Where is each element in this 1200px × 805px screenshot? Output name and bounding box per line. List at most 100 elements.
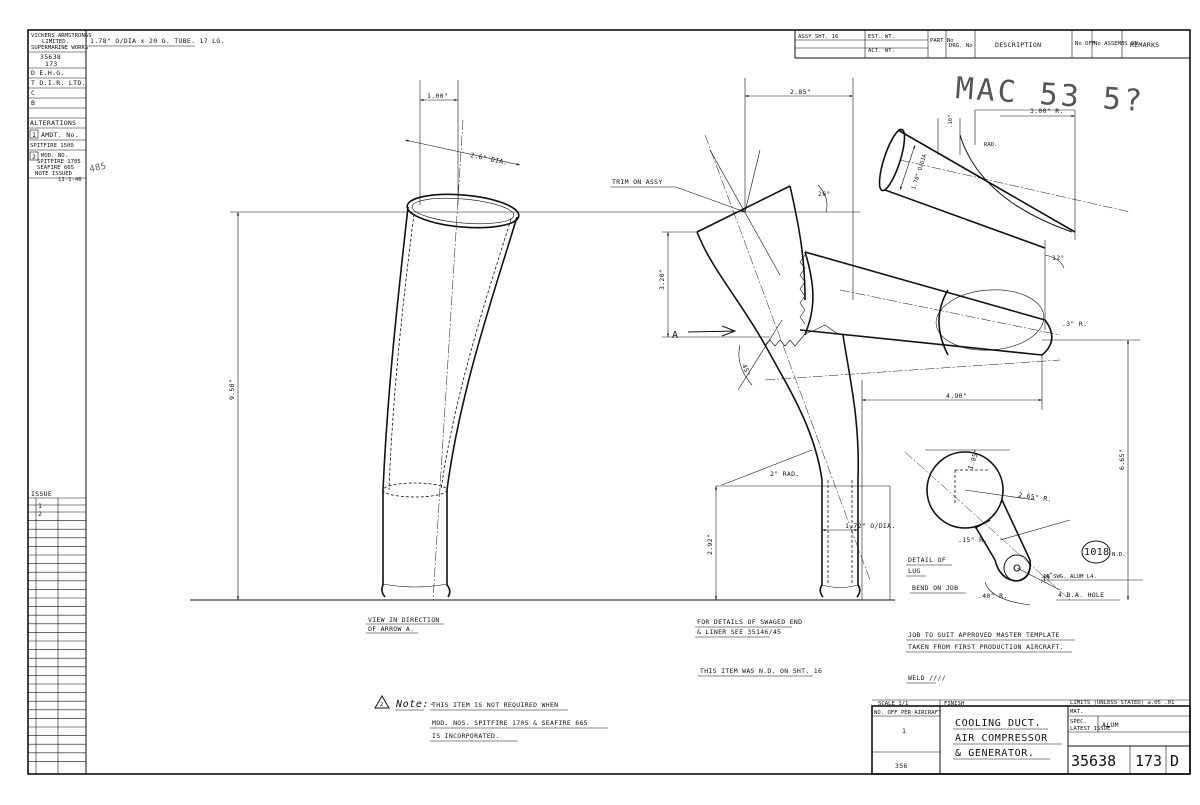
arrow-a-label: A [672, 330, 679, 341]
dim-26-deg: 26° [818, 190, 831, 198]
issue-1: 1 [38, 502, 42, 510]
lug-hole-note: 4 B.A. HOLE [1058, 591, 1104, 599]
dim-9-50: 9.50" [228, 379, 236, 400]
dim-2-65-r: 2.65" R. [1018, 491, 1053, 504]
title-line-2: AIR COMPRESSOR [955, 733, 1048, 744]
side-view-duct [696, 134, 1061, 598]
arrow-a [687, 325, 737, 337]
dim-1-78-dia: 1.78" O/DIA [911, 153, 928, 191]
weld-note: WELD //// [908, 674, 946, 682]
drg-no-label: DRG. No [949, 43, 973, 49]
alteration-2-line-1: MOD. NO. [41, 153, 68, 159]
alteration-2-line-4: NOTE ISSUED [35, 171, 73, 177]
reference-number: 356 [895, 762, 908, 770]
dim-2-85: 2.85" [790, 88, 811, 96]
lug-detail [904, 449, 1071, 606]
duct-trim-edge [696, 185, 791, 233]
dim-2-6-dia: 2.6" DIA. [470, 151, 509, 167]
remarks-label: REMARKS [1130, 41, 1160, 49]
company-line-2: LIMITED. [42, 39, 69, 45]
company-line-1: VICKERS ARMSTRONGS [31, 33, 92, 39]
duct-right-wall [842, 334, 861, 598]
spec-label: SPEC. [1070, 719, 1087, 725]
branch-upper-wall [804, 251, 1046, 321]
view-a-caption-2: OF ARROW A. [368, 625, 414, 633]
stock-note: 1.78" O/DIA x 20 G. TUBE. 17 LG. [90, 37, 225, 45]
strip-sheet-no: 173 [45, 60, 58, 68]
view-a-tube-right-wall [446, 216, 518, 598]
dim-3-20: 3.20" [658, 269, 666, 290]
title-line-3: & GENERATOR. [955, 748, 1034, 759]
mod-note: 2 Note:- THIS ITEM IS NOT REQUIRED WHEN … [374, 695, 608, 742]
note-line-1: THIS ITEM IS NOT REQUIRED WHEN [432, 701, 558, 709]
view-a-tube [381, 80, 521, 601]
title-line-1: COOLING DUCT. [955, 718, 1041, 729]
assy-label: ASSY SHT. 16 [798, 34, 838, 40]
view-a-tube-left-wall [381, 206, 409, 598]
title-block-sheet-no: 173 [1135, 752, 1162, 770]
dim-1-00: 1.00" [427, 92, 448, 100]
note-line-2: MOD. NOS. SPITFIRE 1705 & SEAFIRE 665 [432, 719, 588, 727]
branch-lower-wall [799, 329, 1043, 356]
strip-row-c: C [31, 89, 35, 97]
issue-2: 2 [38, 510, 42, 518]
company-line-3: SUPERMARINE WORKS [31, 45, 88, 51]
weld-seam [799, 254, 806, 325]
alteration-2-line-5: 11-1-46 [58, 177, 82, 183]
dim-45-deg: 45° [740, 363, 752, 378]
lug-outline [926, 451, 1004, 529]
dim-6-65: 6.65" [1118, 449, 1126, 470]
dim-0-40-r: .40" R. [978, 592, 1008, 600]
alteration-2-no: 2 [32, 153, 36, 161]
no-off-per-aircraft-label: NO. OFF PER AIRCRAFT [874, 710, 942, 716]
job-note-1: JOB TO SUIT APPROVED MASTER TEMPLATE [908, 631, 1060, 639]
material-value: ALUM [1102, 721, 1119, 729]
mat-label: MAT. [1070, 709, 1083, 715]
view-a-liner-ellipse [382, 482, 448, 498]
lug-caption-2: LUG [908, 567, 921, 575]
note-title: Note:- [395, 699, 436, 710]
alteration-2-box [29, 151, 39, 161]
dim-0-10: .10" [948, 115, 954, 128]
alteration-1-no: 1 [32, 131, 36, 139]
sheet-frame [27, 29, 1191, 775]
no-off-value: 1 [902, 727, 906, 735]
title-block-drawing-no: 35638 [1071, 752, 1116, 770]
left-strip: VICKERS ARMSTRONGS LIMITED. SUPERMARINE … [29, 33, 108, 518]
duct-left-wall [696, 231, 824, 598]
trim-on-assy: TRIM ON ASSY [612, 178, 663, 186]
alteration-1-line-2: SPITFIRE 1500 [30, 143, 74, 149]
part-no-label: PART No [930, 38, 954, 44]
limits-label: LIMITS (UNLESS STATED) ±.05 .01 [1070, 700, 1174, 706]
lug-part-suffix: N.D. [1112, 552, 1125, 558]
lug-material: 18 SWG. ALUM L4. [1043, 574, 1097, 580]
strip-row-b: B [31, 99, 35, 107]
dim-12-deg: 12° [1052, 254, 1065, 262]
dim-3-r: .3" R. [1062, 320, 1087, 328]
dim-0-15-r: .15" R. [958, 536, 988, 544]
latest-issue-label: LATEST ISSUE [1070, 726, 1111, 732]
job-note-2: TAKEN FROM FIRST PRODUCTION AIRCRAFT. [908, 643, 1064, 651]
alteration-1-box [29, 129, 39, 139]
dim-1-72-dia: 1.72" O/DIA. [845, 522, 896, 530]
lug-part-balloon [1081, 540, 1111, 564]
swaged-note-1: FOR DETAILS OF SWAGED END [697, 618, 802, 626]
alteration-2-line-2: SPITFIRE 1705 [37, 159, 81, 165]
parts-list-header: ASSY SHT. 16 EST. WT. ACT. WT. PART No D… [794, 29, 1191, 59]
issue-grid [28, 498, 86, 774]
nd-note: THIS ITEM WAS N.D. ON SHT. 16 [700, 667, 822, 675]
strip-row-d: D E.H.G. [31, 69, 65, 77]
issue-title: ISSUE [31, 490, 52, 498]
note-line-3: IS INCORPORATED. [432, 732, 499, 740]
warning-triangle-mark: 2 [380, 702, 383, 708]
title-block [871, 699, 1191, 775]
est-wt-label: EST. WT. [868, 34, 895, 40]
dim-rad: RAD. [984, 142, 997, 148]
finish-label: FINISH [944, 701, 964, 707]
view-a-caption-1: VIEW IN DIRECTION [368, 616, 440, 624]
dim-4-90: 4.90" [946, 392, 967, 400]
dim-3-00-r: 3.00" R. [1030, 107, 1064, 115]
margin-handwriting: 485 [89, 162, 108, 175]
